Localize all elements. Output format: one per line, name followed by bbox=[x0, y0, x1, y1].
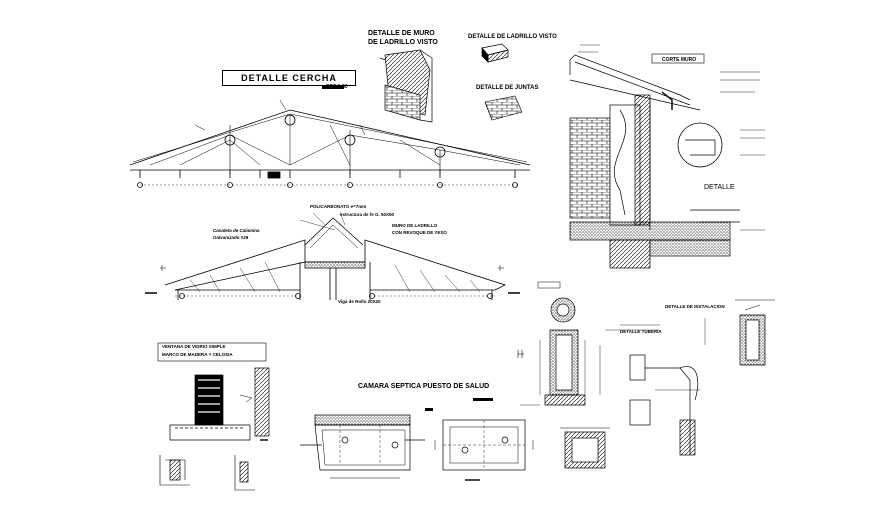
svg-text:DETALLE DE INSTALACION: DETALLE DE INSTALACION bbox=[665, 304, 725, 309]
label-gutter-1: Canaleta de Calamina bbox=[213, 228, 260, 233]
joints-detail bbox=[484, 95, 523, 121]
truss-title: DETALLE CERCHA bbox=[222, 70, 356, 86]
window-label-1: VENTANA DE VIDRIO SIMPLE bbox=[162, 344, 226, 349]
pipe-details bbox=[599, 299, 775, 456]
brick-wall-title-line1: DETALLE DE MURO bbox=[368, 30, 435, 37]
septic-tank-detail bbox=[300, 404, 540, 481]
title-underlines bbox=[322, 86, 493, 411]
column-detail bbox=[517, 281, 586, 406]
label-wall-1: MURO DE LADRILLO bbox=[392, 223, 438, 228]
truss-elevation bbox=[129, 99, 531, 188]
svg-text:DETALLE TUBERIA: DETALLE TUBERIA bbox=[620, 329, 662, 334]
svg-text:CORTE MURO: CORTE MURO bbox=[662, 57, 696, 63]
label-wall-2: CON REVOQUE DE YESO bbox=[392, 230, 447, 235]
label-beam: Viga de Rollo 20X20 bbox=[338, 299, 381, 304]
exposed-brick-detail bbox=[481, 43, 509, 63]
label-gutter-2: Galvanizado #28 bbox=[213, 235, 249, 240]
joints-title: DETALLE DE JUNTAS bbox=[476, 85, 539, 91]
label-structure: estructura de fe G. 50X50 bbox=[340, 212, 395, 217]
label-polycarbonate: POLICARBONATO e=7mm bbox=[310, 204, 367, 209]
septic-tank-title: CAMARA SEPTICA PUESTO DE SALUD bbox=[358, 383, 490, 390]
exposed-brick-title: DETALLE DE LADRILLO VISTO bbox=[468, 34, 557, 40]
inspection-box-detail bbox=[560, 427, 610, 469]
brick-wall-detail bbox=[379, 49, 433, 123]
window-detail bbox=[157, 342, 270, 491]
wall-section-label: DETALLE bbox=[704, 184, 735, 191]
wall-section bbox=[569, 44, 765, 269]
roof-section bbox=[145, 211, 520, 300]
brick-wall-title-line2: DE LADRILLO VISTO bbox=[368, 39, 438, 46]
window-label-2: MARCO DE MADERA Y CELOSIA bbox=[162, 352, 233, 357]
